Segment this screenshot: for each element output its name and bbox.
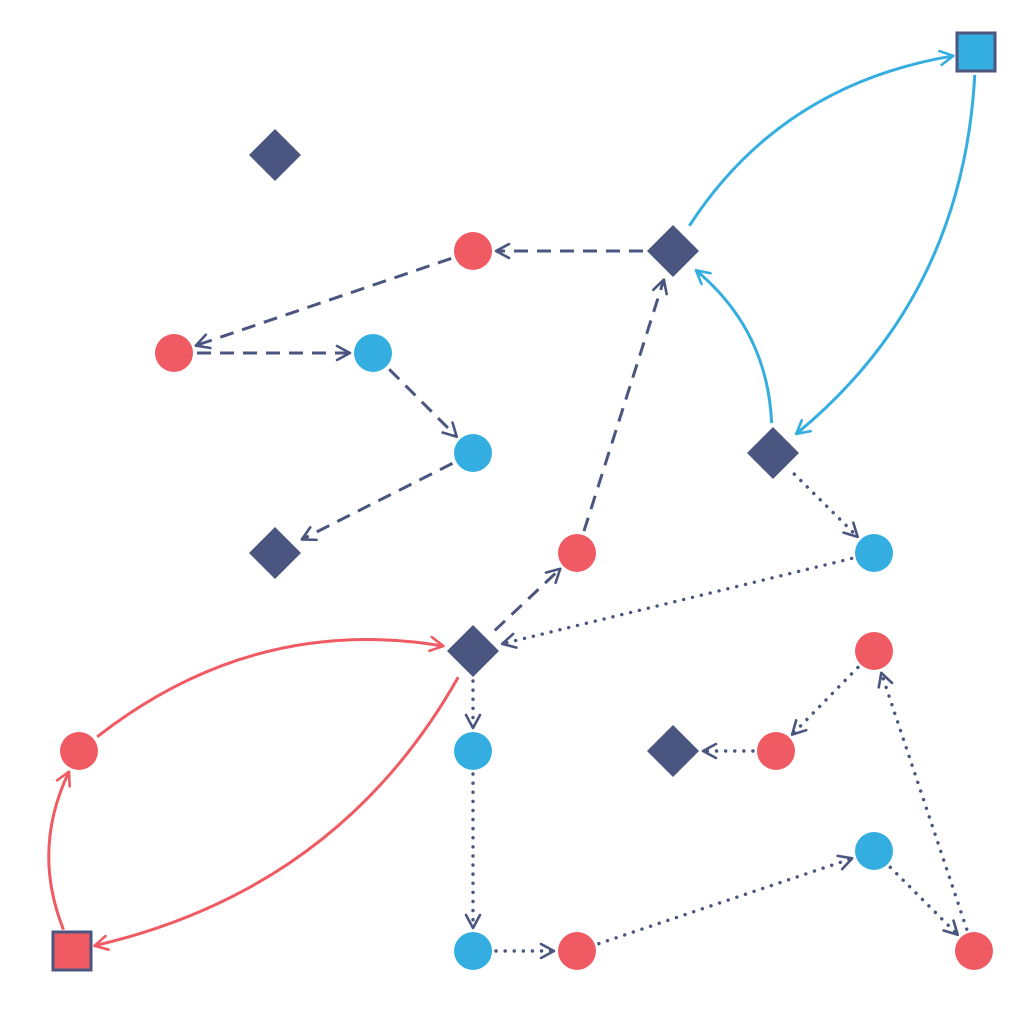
edge-line	[695, 269, 774, 424]
node-diamond-n9[interactable]	[747, 427, 799, 479]
edge-n15-n20	[464, 772, 482, 930]
arrowhead	[464, 913, 482, 930]
edge-line	[500, 556, 854, 646]
edge-line	[795, 74, 977, 436]
edge-n7-n8	[300, 462, 454, 542]
edge-n21-n18	[597, 854, 854, 946]
arrowhead	[194, 333, 212, 350]
edge-n5-n6	[197, 344, 352, 362]
edge-n12-n15	[464, 679, 482, 730]
edge-line	[94, 676, 460, 948]
arrowhead	[494, 242, 511, 260]
edge-n13-n17	[790, 665, 860, 737]
edge-n22-n13	[877, 671, 969, 931]
arrowhead	[93, 934, 110, 951]
node-circle-n21[interactable]	[558, 932, 596, 970]
nodes-layer	[51, 31, 997, 972]
node-circle-n3[interactable]	[454, 232, 492, 270]
node-circle-n20[interactable]	[454, 932, 492, 970]
node-circle-n6[interactable]	[354, 334, 392, 372]
arrowhead	[877, 671, 894, 689]
node-circle-n7[interactable]	[454, 434, 492, 472]
arrowhead	[441, 421, 459, 439]
arrowhead	[652, 278, 668, 296]
edge-n9-n4	[694, 268, 774, 424]
node-circle-n22[interactable]	[955, 932, 993, 970]
node-diamond-n4[interactable]	[647, 225, 699, 277]
node-circle-n15[interactable]	[454, 732, 492, 770]
arrowhead	[694, 268, 712, 286]
node-circle-n13[interactable]	[855, 632, 893, 670]
edge-n17-n16	[701, 742, 755, 760]
edge-line	[879, 671, 969, 931]
edge-n14-n12	[96, 635, 445, 739]
node-circle-n5[interactable]	[155, 334, 193, 372]
node-circle-n14[interactable]	[60, 732, 98, 770]
arrowhead	[842, 521, 859, 539]
edge-line	[792, 472, 860, 539]
edge-line	[888, 865, 960, 937]
arrowhead	[790, 719, 808, 736]
edge-line	[688, 54, 954, 227]
arrowhead	[55, 770, 71, 788]
edge-n18-n22	[888, 865, 960, 937]
arrowhead	[701, 742, 718, 760]
arrowhead	[836, 854, 854, 871]
edge-line	[493, 567, 562, 632]
node-circle-n17[interactable]	[757, 732, 795, 770]
node-diamond-n16[interactable]	[647, 725, 699, 777]
arrowhead	[544, 567, 562, 585]
edge-line	[388, 368, 458, 438]
edges-layer	[47, 49, 977, 960]
arrowhead	[335, 344, 352, 362]
edge-n10-n4	[582, 278, 668, 532]
edge-line	[582, 279, 666, 532]
edge-n6-n7	[388, 368, 459, 439]
node-circle-n10[interactable]	[558, 534, 596, 572]
arrowhead	[500, 632, 518, 649]
node-diamond-n8[interactable]	[249, 527, 301, 579]
edge-n4-n3	[494, 242, 643, 260]
edge-n3-n5	[194, 257, 452, 350]
edge-n19-n14	[47, 770, 71, 931]
edge-line	[195, 257, 452, 347]
edge-line	[301, 462, 454, 541]
edge-n12-n19	[93, 676, 460, 951]
arrowhead	[300, 526, 318, 542]
edge-n9-n11	[792, 472, 860, 539]
node-circle-n11[interactable]	[855, 534, 893, 572]
edge-n11-n12	[500, 556, 854, 649]
edge-line	[790, 665, 860, 737]
arrowhead	[938, 49, 955, 67]
node-square-n2[interactable]	[955, 31, 997, 73]
edge-n20-n21	[494, 942, 556, 960]
edge-line	[47, 771, 71, 931]
arrowhead	[794, 418, 812, 436]
edge-n12-n10	[493, 567, 562, 632]
edge-line	[597, 856, 854, 946]
edge-n2-n9	[794, 74, 977, 436]
node-diamond-n1[interactable]	[249, 129, 301, 181]
arrowhead	[464, 713, 482, 730]
node-diamond-n12[interactable]	[447, 625, 499, 677]
edge-n4-n2	[688, 49, 955, 227]
arrowhead	[942, 919, 960, 937]
arrowhead	[428, 635, 445, 653]
arrowhead	[539, 942, 556, 960]
node-square-n19[interactable]	[51, 930, 93, 972]
edge-line	[96, 638, 444, 739]
node-circle-n18[interactable]	[855, 832, 893, 870]
